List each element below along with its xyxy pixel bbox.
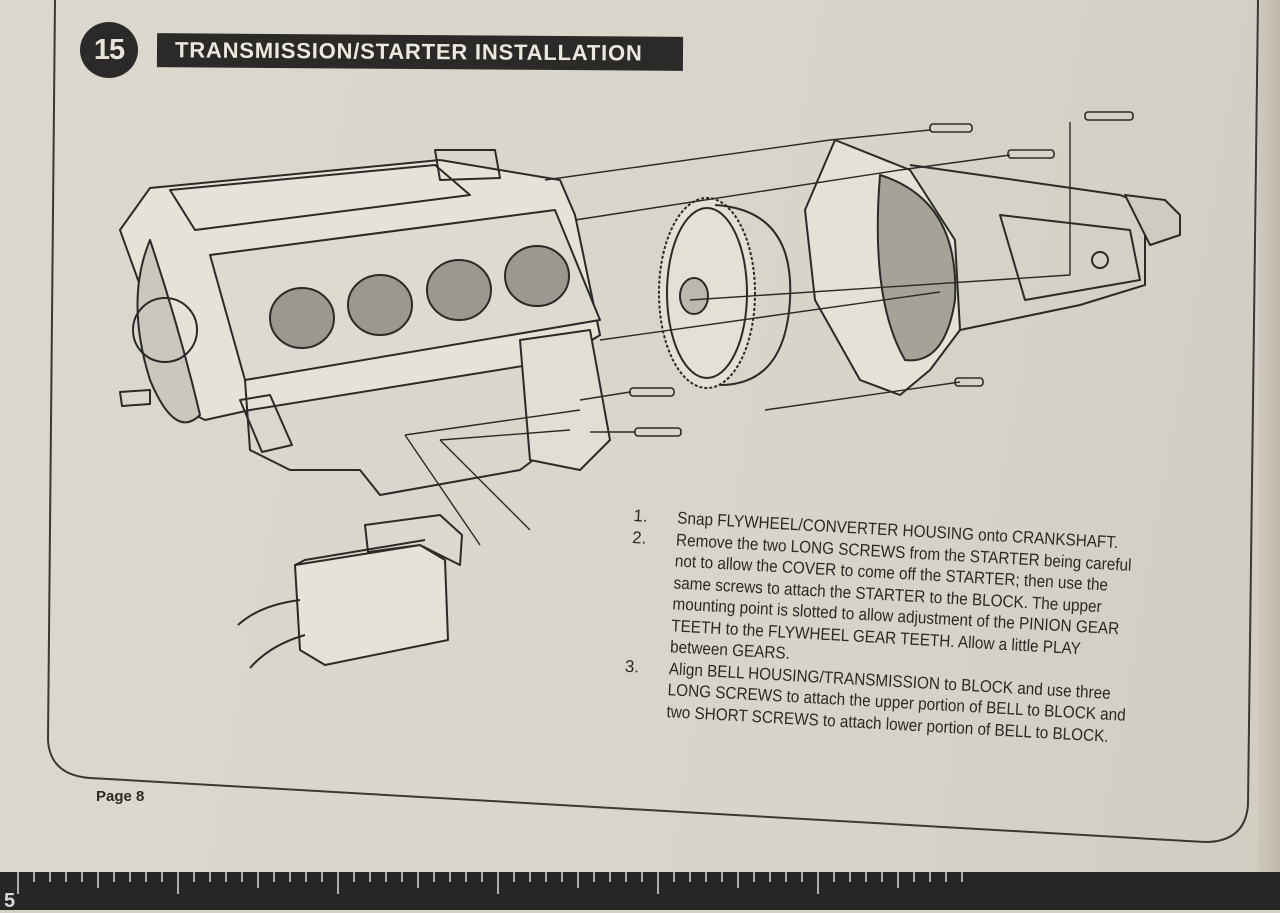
starter-motor-illustration <box>237 514 463 669</box>
page-number: Page 8 <box>96 788 145 805</box>
bell-housing-transmission-illustration <box>804 139 1181 396</box>
step-index: 3. <box>624 656 640 677</box>
step-number-badge: 15 <box>80 22 138 78</box>
page-edge <box>1258 0 1280 880</box>
instruction-list: 1. Snap FLYWHEEL/CONVERTER HOUSING onto … <box>622 505 1193 751</box>
step-text: Remove the two LONG SCREWS from the STAR… <box>669 529 1133 663</box>
assembly-leader-lines <box>404 122 1071 546</box>
flywheel-illustration <box>658 197 792 389</box>
step-index: 1. <box>632 505 649 526</box>
ruler <box>0 872 1280 910</box>
ruler-number: 5 <box>4 890 16 912</box>
engine-block-illustration <box>119 149 611 496</box>
step-index: 2. <box>631 527 647 548</box>
